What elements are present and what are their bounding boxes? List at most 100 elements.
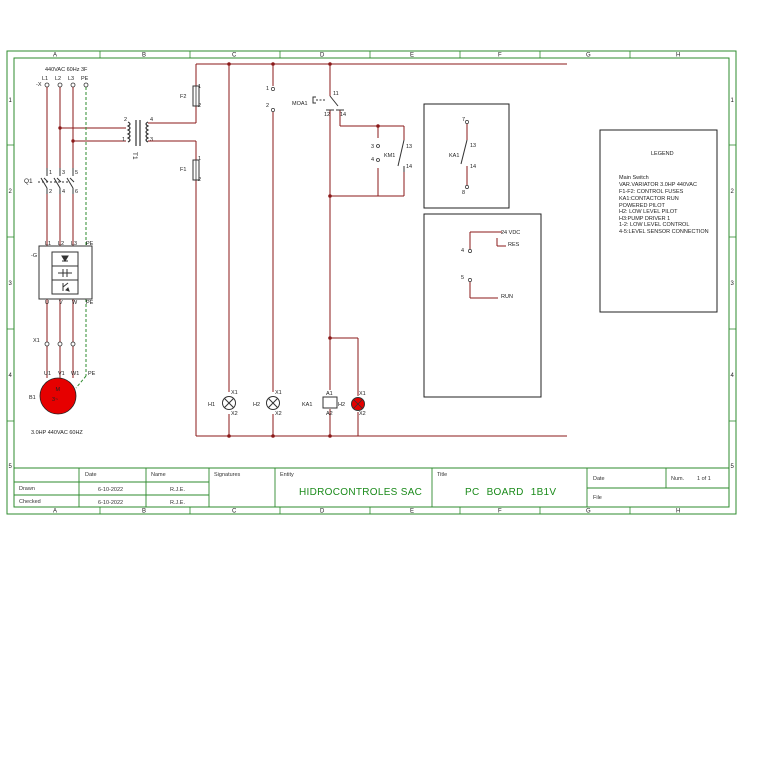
lamp-x2: X2 [231,411,238,417]
coil-a1: A1 [326,391,333,397]
row-label-left: 2 [9,189,13,195]
red-lamp-x2: X2 [359,411,366,417]
row-label-right: 3 [731,281,735,287]
vdc-run: RUN [501,294,513,300]
legend-line: F1-F2: CONTROL FUSES [619,189,684,195]
legend-line: VAR.VARIATOR 3.0HP 440VAC [619,182,697,188]
supply-terminals: 440VAC 60Hz 3F -X L1 L2 L3 PE [36,67,89,88]
ka1-box-pin-8: 8 [462,190,465,196]
breaker-q1: Q1 1 3 5 2 4 6 [24,168,78,195]
grid-labels: A B C D E F G H A B C D E F G H 1 2 3 4 … [9,53,735,515]
motor-phase: 3~ [52,397,58,403]
phase-label-pe: PE [81,76,89,82]
tb-date-label: Date [593,476,605,482]
row-label-right: 1 [731,98,735,104]
col-label-bottom: A [53,509,57,515]
breaker-pin: 2 [49,189,52,195]
junction-dots [58,126,75,143]
tb-title: PC BOARD 1B1V [465,487,556,498]
col-label-bottom: F [498,509,502,515]
motor-rating: 3.0HP 440VAC 60HZ [31,430,83,436]
tb-signatures-header: Signatures [214,472,241,478]
col-label-top: B [142,53,146,59]
row-label-left: 3 [9,281,13,287]
transformer-pin-1: 1 [122,137,125,143]
breaker-pin: 5 [75,170,78,176]
selector-pin-14: 14 [340,112,346,118]
sensor-connection-box: 24 VDC 4 5 RES RUN [423,213,542,398]
title-block: Date Name Signatures Entity Title Drawn … [14,467,729,507]
drive-in-l3: L3 [71,241,77,247]
pilot-lamp-h2: H2 X1 X2 [253,390,282,417]
control-wiring [195,63,567,437]
drive-out-v: V [59,300,63,306]
fuse-tag: F2 [180,94,186,100]
pilot-lamp-h1: H1 X1 X2 [208,390,238,417]
col-label-top: H [676,53,680,59]
pe-conductor [75,87,87,389]
legend-line: POWERED PILOT [619,203,665,209]
breaker-tag: Q1 [24,178,33,185]
km1-pin-13: 13 [406,144,412,150]
km1-pin-3: 3 [371,144,374,150]
transformer-pin-4: 4 [150,117,153,123]
motor-symbol-icon [39,377,77,415]
supply-title: 440VAC 60Hz 3F [45,67,88,73]
row-label-right: 5 [731,464,735,470]
red-lamp-tag: H2 [338,402,345,408]
sheet-frame [6,50,737,515]
ka1-box-pin-14: 14 [470,164,476,170]
row-label-left: 5 [9,464,13,470]
col-label-top: A [53,53,57,59]
col-label-bottom: C [232,509,237,515]
km1-pin-4: 4 [371,157,374,163]
breaker-pin: 4 [62,189,65,195]
motor-terminal-tag: X1 [33,338,40,344]
pilot-lamp-red-h2: H2 X1 X2 [338,391,366,417]
drive-in-l1: L1 [45,241,51,247]
col-label-bottom: H [676,509,680,515]
ka1-contact-box: KA1 7 13 14 8 [423,103,510,209]
coil-a2: A2 [326,411,333,417]
ka1-box-tag: KA1 [449,153,459,159]
tb-drawn-date: 6-10-2022 [98,487,123,493]
km1-tag: KM1 [384,153,395,159]
vdc-res: RES [508,242,520,248]
ka1-box-pin-13: 13 [470,143,476,149]
ka1-box-pin-7: 7 [462,117,465,123]
motor-b1: B1 M 3~ 3.0HP 440VAC 60HZ [29,377,83,436]
col-label-bottom: D [320,509,325,515]
transformer-t1: 2 4 1 3 T1 [122,117,196,160]
legend-title: LEGEND [651,151,674,157]
tb-drawn-label: Drawn [19,486,35,492]
km1-pin-14: 14 [406,164,412,170]
fuse-pin: 1 [198,84,201,90]
tb-title-header: Title [437,472,447,478]
relay-coil-ka1: KA1 A1 A2 [302,391,338,417]
col-label-top: D [320,53,325,59]
col-label-top: E [410,53,414,59]
terminal-x-label: -X [36,82,42,88]
transformer-pin-2: 2 [124,117,127,123]
transformer-pin-3: 3 [150,137,153,143]
selector-pin-11: 11 [333,91,339,97]
tb-entity: HIDROCONTROLES SAC [299,487,422,498]
contactor-km1: KM1 3 4 13 14 [371,139,412,172]
lamp-tag: H2 [253,402,260,408]
tb-drawn-name: R.J.E. [170,487,185,493]
lamp-x2: X2 [275,411,282,417]
tb-date-header: Date [85,472,97,478]
motor-terminal-v1: V1 [58,371,65,377]
motor-terminal-pe: PE [88,371,96,377]
legend-line: 1-2: LOW LEVEL CONTROL [619,222,689,228]
legend-line: 4-5:LEVEL SENSOR CONNECTION [619,229,709,235]
drive-in-pe: PE [86,241,94,247]
breaker-pin: 3 [62,170,65,176]
legend-line: H3:PUMP DRIVER 1 [619,216,670,222]
tb-checked-date: 6-10-2022 [98,500,123,506]
fuse-pin: 1 [198,156,201,162]
switch-pin-2: 2 [266,103,269,109]
vdc-label: 24 VDC [501,230,520,236]
tb-checked-name: R.J.E. [170,500,185,506]
